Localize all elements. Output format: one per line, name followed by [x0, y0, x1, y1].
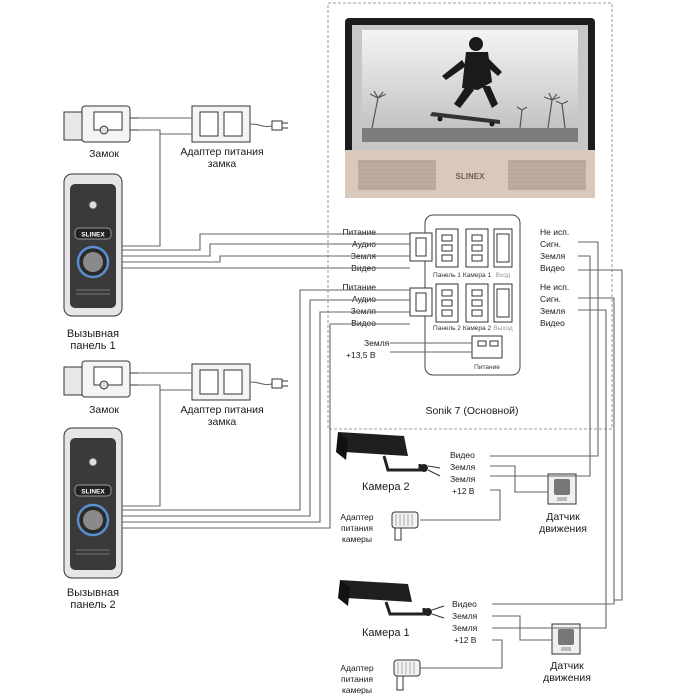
panel-1-label: Вызывная	[67, 328, 119, 340]
panel-2-label: панель 2	[70, 599, 115, 611]
wire-label: Не исп.	[540, 282, 569, 292]
wire-label: Питание	[342, 282, 376, 292]
monitor-zone-border	[327, 2, 613, 430]
connector-block: Панель 1 Камера 1 Вход Панель 2 Камера 2…	[409, 214, 521, 376]
motion-sensor-1-label: движения	[543, 672, 591, 684]
wire-label: +12 В	[454, 635, 477, 645]
monitor-sonik7: SLINEX	[345, 18, 595, 198]
camera-2-adapter-label: питания	[341, 523, 373, 533]
wire-label: Сигн.	[540, 294, 561, 304]
motion-sensor-2-label: Датчик	[546, 511, 580, 523]
monitor-brand: SLINEX	[456, 172, 486, 181]
camera-2-adapter-label: камеры	[342, 534, 372, 544]
wire-label: Земля	[450, 474, 476, 484]
lock-2-adapter	[191, 363, 288, 401]
skater-image	[430, 37, 502, 127]
power-line-ground: Земля	[364, 338, 390, 348]
motion-sensor-2	[547, 473, 577, 505]
wire-label: Видео	[540, 263, 565, 273]
lock-2-label: Замок	[89, 404, 119, 416]
lock-2	[63, 360, 138, 398]
camera-1-adapter-label: Адаптер	[340, 663, 373, 673]
camera-1-label: Камера 1	[362, 627, 410, 639]
panel-2-label: Вызывная	[67, 587, 119, 599]
wire-label: Сигн.	[540, 239, 561, 249]
left-group-2-labels: Питание Аудио Земля Видео	[342, 282, 376, 328]
lock-2-adapter-label: Адаптер питания	[180, 404, 263, 416]
wire-label: Земля	[540, 306, 566, 316]
panel-1-label: панель 1	[70, 340, 115, 352]
port-label-input: Вход	[496, 272, 511, 279]
call-panel-1: SLINEX	[63, 173, 123, 317]
lock-2-adapter-label: замка	[208, 416, 237, 428]
camera-2-label: Камера 2	[362, 481, 410, 493]
port-label-camera-1: Камера 1	[463, 272, 492, 279]
camera-2-wire-labels: Видео Земля Земля +12 В	[450, 450, 476, 496]
wire-label: Земля	[452, 611, 478, 621]
panel-2-brand: SLINEX	[81, 489, 105, 496]
camera-1-power-adapter	[393, 659, 421, 691]
port-label-panel-2: Панель 2	[433, 325, 461, 332]
wire-label: Аудио	[352, 294, 376, 304]
lock-1-adapter-label: Адаптер питания	[180, 146, 263, 158]
lock-1-adapter	[191, 105, 288, 143]
lock-1	[63, 105, 138, 143]
wire-label: Не исп.	[540, 227, 569, 237]
camera-2	[336, 432, 441, 477]
camera-2-power-adapter	[391, 511, 419, 541]
wire-label: Видео	[450, 450, 475, 460]
wires-panel-2	[122, 289, 410, 529]
wire-label: Земля	[540, 251, 566, 261]
wires-panel-1	[122, 117, 410, 269]
port-label-power: Питание	[474, 364, 500, 371]
wire-label: Видео	[351, 318, 376, 328]
camera-1-adapter-label: камеры	[342, 685, 372, 695]
port-label-output: Выход	[493, 325, 513, 332]
camera-2-adapter-label: Адаптер	[340, 512, 373, 522]
port-label-camera-2: Камера 2	[463, 325, 492, 332]
wire-label: Земля	[450, 462, 476, 472]
wires-camera-1	[420, 269, 623, 669]
power-line-13v: +13,5 В	[346, 350, 376, 360]
wire-label: Видео	[452, 599, 477, 609]
monitor-caption: Sonik 7 (Основной)	[425, 405, 518, 417]
port-label-panel-1: Панель 1	[433, 272, 461, 279]
camera-1-adapter-label: питания	[341, 674, 373, 684]
wire-label: Питание	[342, 227, 376, 237]
wire-label: +12 В	[452, 486, 475, 496]
lock-1-label: Замок	[89, 148, 119, 160]
right-group-1-labels: Не исп. Сигн. Земля Видео	[540, 227, 569, 273]
wire-label: Видео	[540, 318, 565, 328]
motion-sensor-1-label: Датчик	[550, 660, 584, 672]
right-group-2-labels: Не исп. Сигн. Земля Видео	[540, 282, 569, 328]
motion-sensor-2-label: движения	[539, 523, 587, 535]
camera-1	[338, 580, 445, 619]
lock-1-adapter-label: замка	[208, 158, 237, 170]
call-panel-2: SLINEX	[63, 427, 123, 579]
wire-label: Земля	[351, 306, 377, 316]
motion-sensor-1	[551, 623, 581, 655]
panel-1-brand: SLINEX	[81, 232, 105, 239]
camera-1-wire-labels: Видео Земля Земля +12 В	[452, 599, 478, 645]
wire-label: Земля	[452, 623, 478, 633]
wires-camera-2	[420, 241, 599, 521]
